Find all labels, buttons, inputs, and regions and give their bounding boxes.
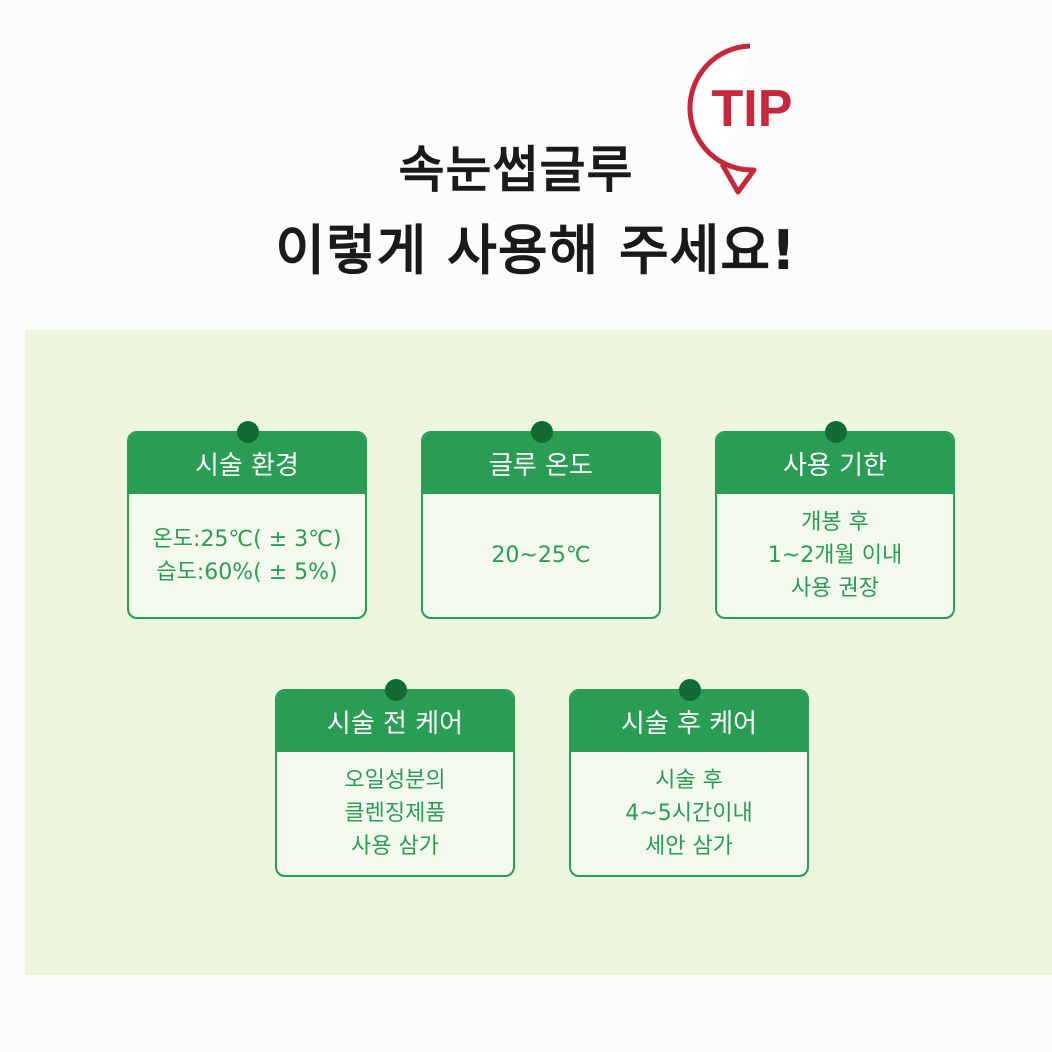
card-glue-temperature: 글루 온도 20~25℃ bbox=[421, 421, 661, 619]
card-line: 20~25℃ bbox=[491, 543, 591, 568]
card-title: 글루 온도 bbox=[423, 433, 659, 494]
speech-bubble-icon: TIP bbox=[687, 43, 793, 195]
pin-icon bbox=[385, 679, 407, 701]
card-line: 습도:60%( ± 5%) bbox=[156, 559, 338, 585]
card-body: 오일성분의 클렌징제품 사용 삼가 bbox=[277, 752, 513, 875]
card-line: 4~5시간이내 bbox=[625, 801, 753, 826]
usage-info-panel: 시술 환경 온도:25℃( ± 3℃) 습도:60%( ± 5%) 글루 온도 … bbox=[25, 330, 1052, 975]
card-line: 오일성분의 bbox=[344, 768, 446, 793]
card-line: 개봉 후 bbox=[801, 510, 869, 535]
tip-badge: TIP bbox=[680, 40, 820, 200]
card-body: 온도:25℃( ± 3℃) 습도:60%( ± 5%) bbox=[129, 494, 365, 617]
card-line: 1~2개월 이내 bbox=[767, 543, 903, 568]
card-title: 시술 전 케어 bbox=[277, 691, 513, 752]
card-line: 사용 삼가 bbox=[351, 834, 439, 859]
card-title: 시술 환경 bbox=[129, 433, 365, 494]
card-body: 개봉 후 1~2개월 이내 사용 권장 bbox=[717, 494, 953, 617]
card-line: 사용 권장 bbox=[791, 576, 879, 601]
card-line: 클렌징제품 bbox=[344, 801, 446, 826]
card-body: 시술 후 4~5시간이내 세안 삼가 bbox=[571, 752, 807, 875]
pin-icon bbox=[679, 679, 701, 701]
card-title: 시술 후 케어 bbox=[571, 691, 807, 752]
card-line: 온도:25℃( ± 3℃) bbox=[152, 526, 342, 552]
card-title: 사용 기한 bbox=[717, 433, 953, 494]
card-line: 세안 삼가 bbox=[645, 834, 733, 859]
headline-line-1: 속눈썹글루 bbox=[398, 141, 634, 199]
card-body: 20~25℃ bbox=[423, 494, 659, 617]
pin-icon bbox=[237, 421, 259, 443]
pin-icon bbox=[531, 421, 553, 443]
tip-label: TIP bbox=[712, 80, 793, 138]
card-pre-care: 시술 전 케어 오일성분의 클렌징제품 사용 삼가 bbox=[275, 679, 515, 877]
headline-line-2: 이렇게 사용해 주세요! bbox=[275, 219, 797, 282]
card-post-care: 시술 후 케어 시술 후 4~5시간이내 세안 삼가 bbox=[569, 679, 809, 877]
card-procedure-environment: 시술 환경 온도:25℃( ± 3℃) 습도:60%( ± 5%) bbox=[127, 421, 367, 619]
card-line: 시술 후 bbox=[655, 768, 723, 793]
card-expiration: 사용 기한 개봉 후 1~2개월 이내 사용 권장 bbox=[715, 421, 955, 619]
pin-icon bbox=[825, 421, 847, 443]
